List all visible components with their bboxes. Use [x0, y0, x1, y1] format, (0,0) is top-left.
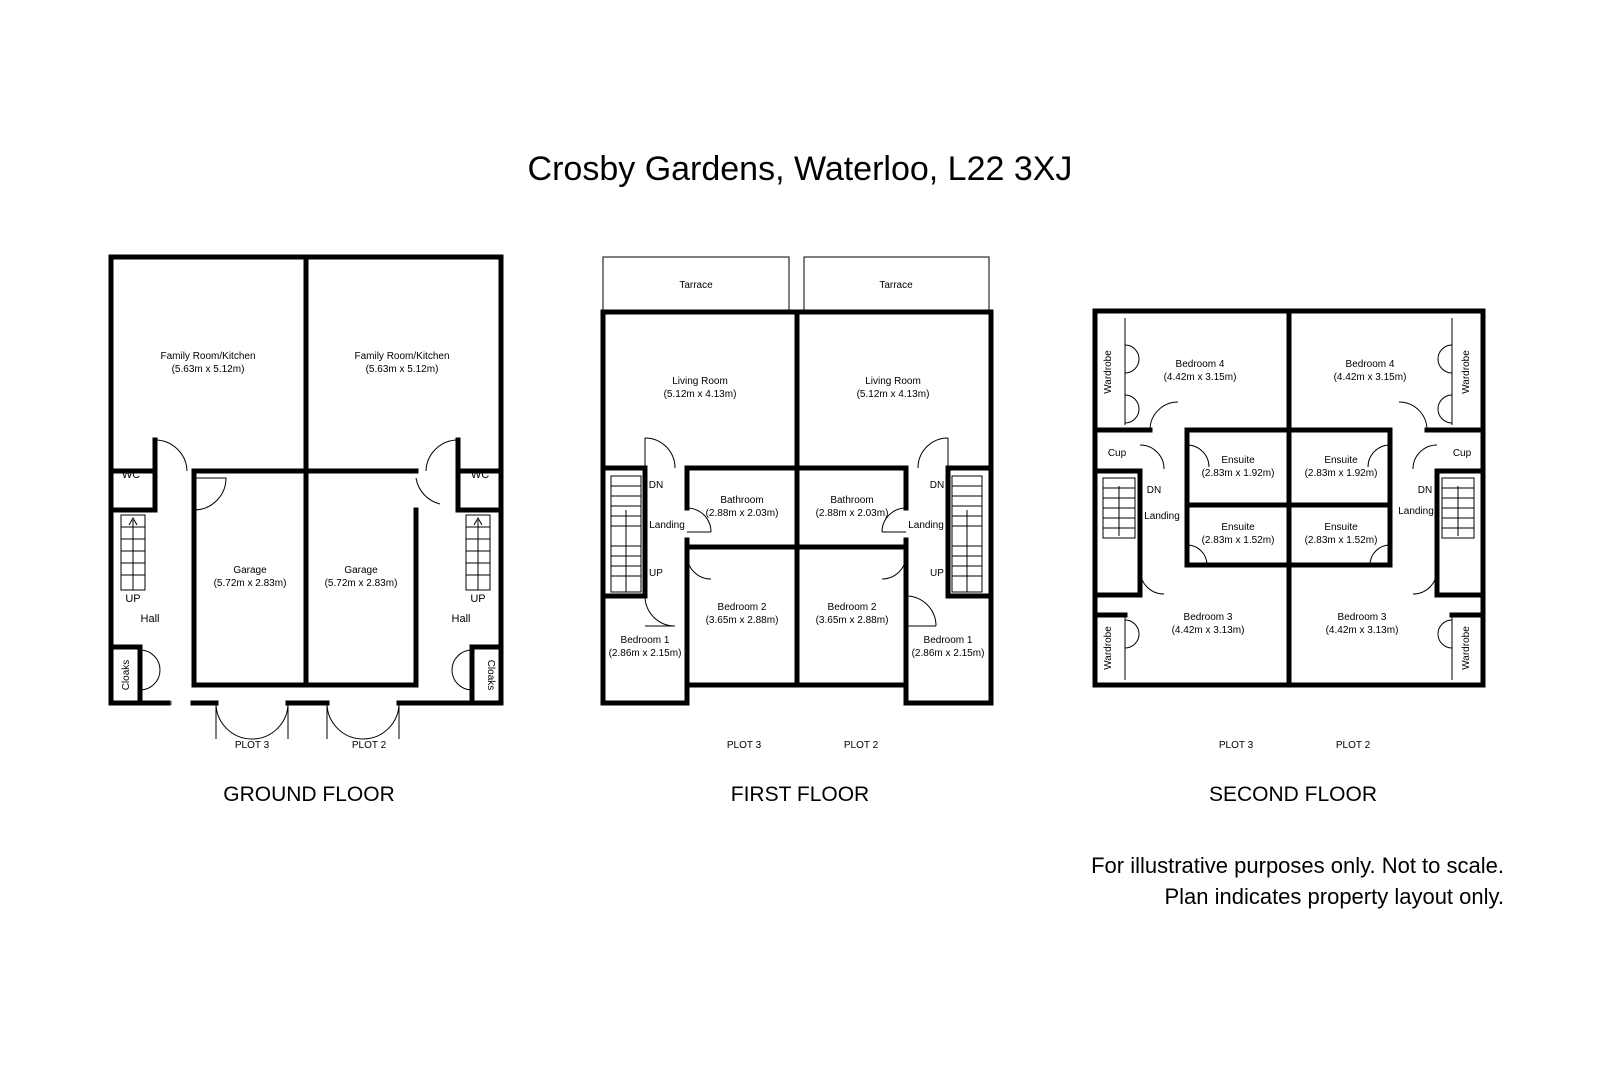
bedroom4-label-plot2: Bedroom 4	[1346, 359, 1395, 370]
up-label-ground-plot3: UP	[125, 593, 140, 605]
bedroom3-label-plot2: Bedroom 3	[1338, 612, 1387, 623]
ensuite-large-label-plot2: Ensuite	[1324, 455, 1358, 466]
disclaimer: For illustrative purposes only. Not to s…	[1091, 850, 1504, 912]
second-stairs-plot3	[1102, 477, 1136, 539]
ensuite-small-dims-plot3: (2.83m x 1.52m)	[1202, 535, 1275, 546]
bathroom-dims-plot2: (2.88m x 2.03m)	[816, 508, 889, 519]
landing-label-first-plot2: Landing	[908, 520, 944, 531]
wardrobe-label-bottom-plot2: Wardrobe	[1461, 626, 1472, 670]
ground-stairs-right	[465, 514, 491, 591]
plot2-label-ground: PLOT 2	[352, 740, 387, 751]
disclaimer-line-1: For illustrative purposes only. Not to s…	[1091, 853, 1504, 878]
living-room-label-plot3: Living Room	[672, 376, 728, 387]
living-room-label-plot2: Living Room	[865, 376, 921, 387]
wardrobe-label-bottom-plot3: Wardrobe	[1103, 626, 1114, 670]
up-label-first-plot2: UP	[930, 568, 944, 579]
ensuite-large-dims-plot2: (2.83m x 1.92m)	[1305, 468, 1378, 479]
landing-label-first-plot3: Landing	[649, 520, 685, 531]
bedroom1-label-plot2: Bedroom 1	[924, 635, 973, 646]
bedroom1-dims-plot2: (2.86m x 2.15m)	[912, 648, 985, 659]
ensuite-small-label-plot3: Ensuite	[1221, 522, 1255, 533]
plot3-label-second: PLOT 3	[1219, 740, 1254, 751]
landing-label-second-plot2: Landing	[1398, 506, 1434, 517]
hall-label-plot3: Hall	[141, 613, 160, 625]
bedroom3-dims-plot2: (4.42m x 3.13m)	[1326, 625, 1399, 636]
family-room-dims-plot2: (5.63m x 5.12m)	[366, 364, 439, 375]
garage-dims-plot3: (5.72m x 2.83m)	[214, 578, 287, 589]
ensuite-large-dims-plot3: (2.83m x 1.92m)	[1202, 468, 1275, 479]
ground-stairs-left	[120, 514, 146, 591]
living-room-dims-plot3: (5.12m x 4.13m)	[664, 389, 737, 400]
ensuite-small-dims-plot2: (2.83m x 1.52m)	[1305, 535, 1378, 546]
bedroom1-label-plot3: Bedroom 1	[621, 635, 670, 646]
wc-label-plot2: WC	[471, 469, 489, 481]
garage-dims-plot2: (5.72m x 2.83m)	[325, 578, 398, 589]
second-floor-plan: Bedroom 4 (4.42m x 3.15m) Bedroom 4 (4.4…	[1092, 308, 1486, 751]
ensuite-small-label-plot2: Ensuite	[1324, 522, 1358, 533]
bathroom-label-plot2: Bathroom	[830, 495, 873, 506]
family-room-label-plot2: Family Room/Kitchen	[354, 351, 449, 362]
up-label-ground-plot2: UP	[470, 593, 485, 605]
cloaks-label-plot2: Cloaks	[485, 660, 496, 691]
living-room-dims-plot2: (5.12m x 4.13m)	[857, 389, 930, 400]
second-floor-doors	[1124, 318, 1453, 680]
up-label-first-plot3: UP	[649, 568, 663, 579]
bedroom4-dims-plot3: (4.42m x 3.15m)	[1164, 372, 1237, 383]
bathroom-dims-plot3: (2.88m x 2.03m)	[706, 508, 779, 519]
plot3-label-ground: PLOT 3	[235, 740, 270, 751]
hall-label-plot2: Hall	[452, 613, 471, 625]
cup-label-plot2: Cup	[1453, 448, 1472, 459]
bedroom2-dims-plot2: (3.65m x 2.88m)	[816, 615, 889, 626]
second-stairs-plot2	[1441, 477, 1475, 539]
first-floor-label: FIRST FLOOR	[730, 783, 870, 806]
bedroom3-label-plot3: Bedroom 3	[1184, 612, 1233, 623]
family-room-dims-plot3: (5.63m x 5.12m)	[172, 364, 245, 375]
first-floor-plan: Tarrace Tarrace	[600, 256, 994, 751]
garage-label-plot3: Garage	[233, 565, 267, 576]
bathroom-label-plot3: Bathroom	[720, 495, 763, 506]
second-floor-label: SECOND FLOOR	[1208, 783, 1378, 806]
wardrobe-label-top-plot2: Wardrobe	[1461, 350, 1472, 394]
cloaks-label-plot3: Cloaks	[121, 660, 132, 691]
bedroom2-dims-plot3: (3.65m x 2.88m)	[706, 615, 779, 626]
ground-floor-plan: Family Room/Kitchen (5.63m x 5.12m) Fami…	[108, 254, 504, 751]
plan-title: Crosby Gardens, Waterloo, L22 3XJ	[527, 150, 1073, 188]
disclaimer-line-2: Plan indicates property layout only.	[1164, 884, 1504, 909]
first-stairs-plot2	[951, 475, 983, 593]
dn-label-second-plot2: DN	[1418, 485, 1432, 496]
garage-label-plot2: Garage	[344, 565, 378, 576]
wardrobe-label-top-plot3: Wardrobe	[1103, 350, 1114, 394]
dn-label-first-plot3: DN	[649, 480, 663, 491]
dn-label-first-plot2: DN	[930, 480, 944, 491]
bedroom3-dims-plot3: (4.42m x 3.13m)	[1172, 625, 1245, 636]
wc-label-plot3: WC	[122, 469, 140, 481]
ground-floor-label: GROUND FLOOR	[223, 783, 395, 806]
first-stairs-plot3	[610, 475, 642, 593]
plot2-label-second: PLOT 2	[1336, 740, 1371, 751]
bedroom4-dims-plot2: (4.42m x 3.15m)	[1334, 372, 1407, 383]
landing-label-second-plot3: Landing	[1144, 511, 1180, 522]
bedroom2-label-plot2: Bedroom 2	[828, 602, 877, 613]
plot3-label-first: PLOT 3	[727, 740, 762, 751]
bedroom1-dims-plot3: (2.86m x 2.15m)	[609, 648, 682, 659]
bedroom2-label-plot3: Bedroom 2	[718, 602, 767, 613]
ensuite-large-label-plot3: Ensuite	[1221, 455, 1255, 466]
plot2-label-first: PLOT 2	[844, 740, 879, 751]
dn-label-second-plot3: DN	[1147, 485, 1161, 496]
tarrace-label-plot2: Tarrace	[879, 280, 913, 291]
cup-label-plot3: Cup	[1108, 448, 1127, 459]
bedroom4-label-plot3: Bedroom 4	[1176, 359, 1225, 370]
family-room-label-plot3: Family Room/Kitchen	[160, 351, 255, 362]
tarrace-label-plot3: Tarrace	[679, 280, 713, 291]
